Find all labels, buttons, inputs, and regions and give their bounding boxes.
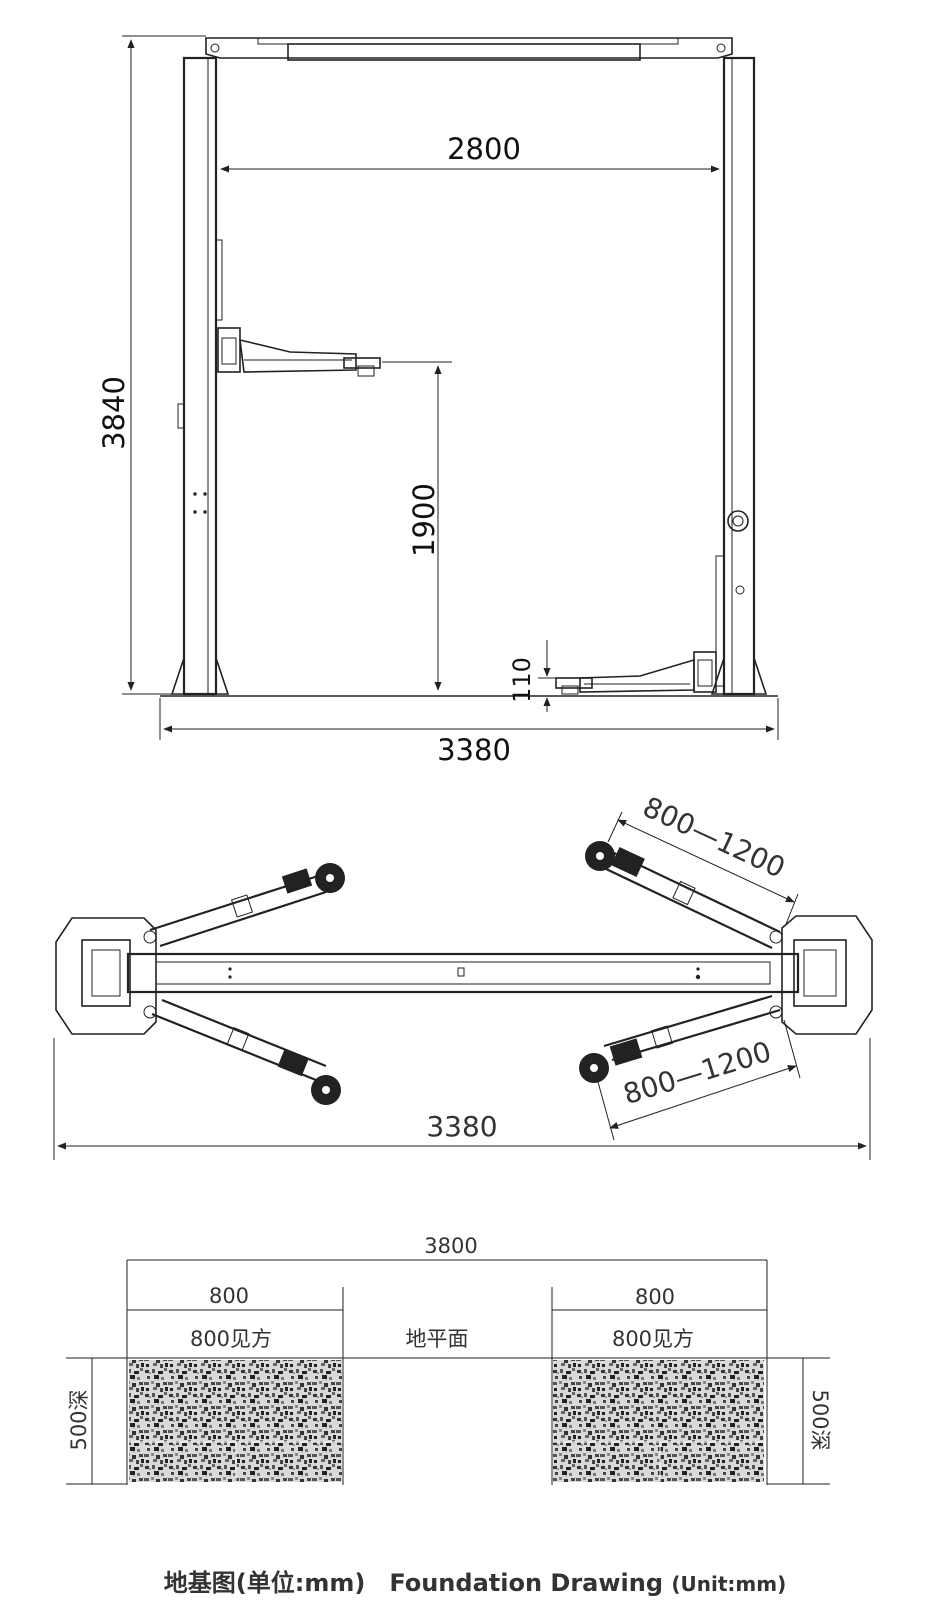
label-min-height: 110 xyxy=(508,657,536,703)
right-base-plate xyxy=(781,915,873,1035)
right-column xyxy=(710,56,768,696)
label-top-overall-width: 3380 xyxy=(426,1110,497,1143)
foundation-pad-right xyxy=(553,1360,764,1482)
top-view: 800—1200 800—1200 3380 xyxy=(53,790,873,1160)
arm-bottom-left xyxy=(143,998,341,1105)
label-pad-width-left: 800 xyxy=(209,1284,249,1308)
foundation-caption: 地基图(单位:mm) Foundation Drawing (Unit:mm) xyxy=(0,1563,950,1598)
label-arm-range-bottom: 800—1200 xyxy=(619,1035,775,1111)
label-ground-level: 地平面 xyxy=(406,1327,469,1351)
crossbeam xyxy=(126,952,800,994)
caption-zh: 地基图(单位:mm) xyxy=(163,1569,366,1597)
caption-unit: (Unit:mm) xyxy=(671,1572,787,1596)
left-column xyxy=(170,56,230,696)
arm-top-left xyxy=(143,863,345,948)
side-view: 3840 2800 1900 110 3380 xyxy=(97,35,779,767)
label-pad-square-left: 800见方 xyxy=(190,1327,272,1351)
dim-min-height: 110 xyxy=(508,640,560,712)
label-depth-left: 500深 xyxy=(67,1389,91,1450)
dim-lift-height: 1900 xyxy=(382,361,452,691)
label-inner-width: 2800 xyxy=(447,132,521,166)
arm-bottom-right xyxy=(579,994,783,1083)
label-arm-range-top: 800—1200 xyxy=(638,790,790,884)
label-foundation-total: 3800 xyxy=(424,1234,477,1258)
left-base-plate xyxy=(55,917,157,1035)
foundation-view: 3800 800 800 800见方 800见方 地平面 500深 500深 xyxy=(66,1234,832,1485)
raised-lift-arm xyxy=(217,327,381,377)
lowered-lift-arm xyxy=(555,651,717,695)
dim-overall-height: 3840 xyxy=(97,35,206,695)
dim-side-overall-width: 3380 xyxy=(159,698,779,767)
label-pad-square-right: 800见方 xyxy=(612,1327,694,1351)
top-beam xyxy=(205,37,733,61)
label-lift-height: 1900 xyxy=(407,483,441,557)
dim-inner-width: 2800 xyxy=(220,132,720,173)
label-overall-height: 3840 xyxy=(97,376,131,450)
label-side-overall-width: 3380 xyxy=(437,733,511,767)
caption-en: Foundation Drawing xyxy=(389,1569,664,1597)
label-pad-width-right: 800 xyxy=(635,1285,675,1309)
dim-top-overall-width: 3380 xyxy=(53,1038,871,1160)
dim-foundation-total: 3800 xyxy=(126,1234,768,1485)
label-depth-right: 500深 xyxy=(808,1389,832,1450)
